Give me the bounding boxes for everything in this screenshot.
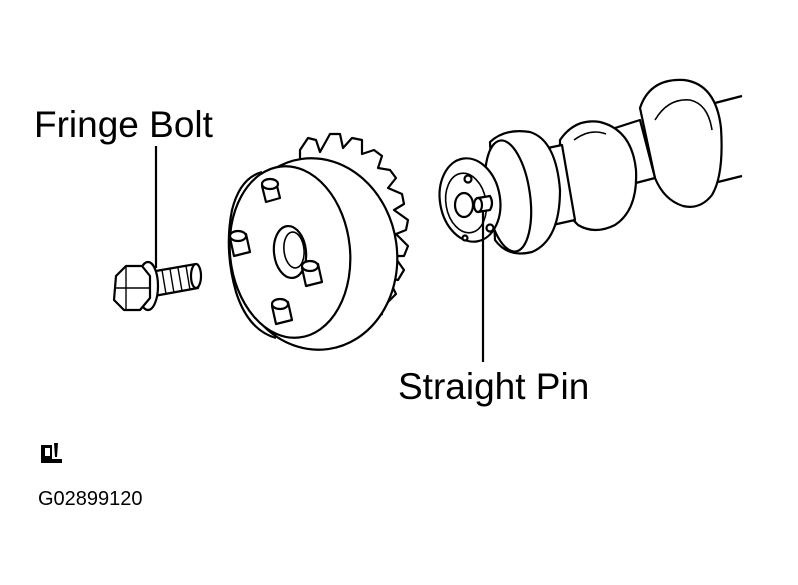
straight-pin-label: Straight Pin (398, 366, 590, 407)
camshaft-timing-sprocket (220, 134, 409, 360)
oil-can-icon (41, 443, 62, 463)
camshaft (433, 80, 742, 255)
figure-code: G02899120 (38, 488, 143, 510)
flange-bolt (114, 262, 201, 310)
leader-lines (156, 146, 483, 362)
sprocket-bolt-bosses (230, 179, 322, 324)
fringe-bolt-label: Fringe Bolt (34, 104, 213, 145)
